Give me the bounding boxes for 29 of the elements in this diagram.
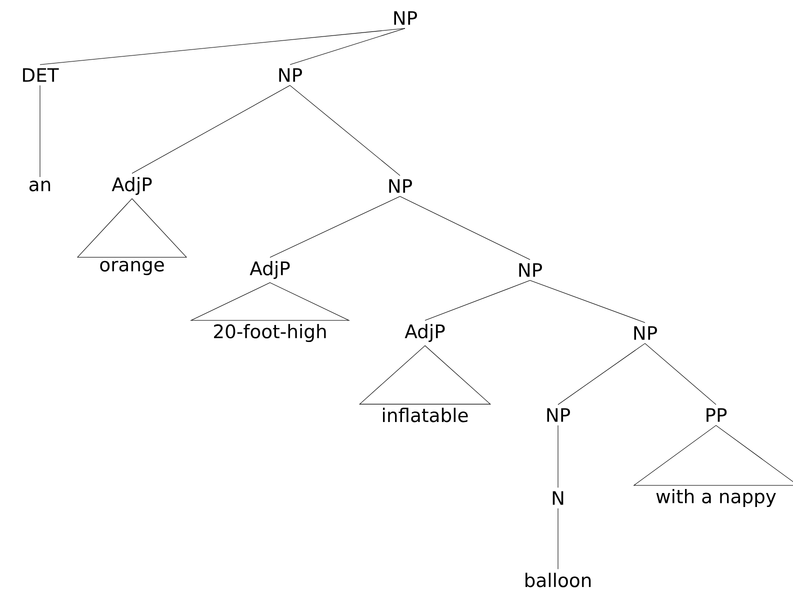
- tree-label: NP: [279, 68, 302, 82]
- branch-line: [132, 85, 290, 174]
- tree-label: N: [552, 491, 564, 505]
- branch-line: [530, 280, 646, 323]
- branch-line: [644, 343, 716, 405]
- branch-line: [40, 28, 406, 65]
- branch-line: [270, 196, 400, 258]
- tree-label: balloon: [526, 572, 591, 588]
- tree-label: NP: [547, 408, 570, 422]
- tree-label: an: [30, 180, 50, 192]
- tree-label: NP: [389, 179, 412, 193]
- branch-line: [290, 28, 406, 65]
- tree-label: NP: [519, 263, 542, 277]
- tree-label: PP: [706, 408, 727, 422]
- tree-label: orange: [100, 260, 164, 276]
- tree-label: inflatable: [383, 408, 468, 422]
- tree-label: AdjP: [250, 260, 290, 280]
- tree-label: AdjP: [112, 176, 152, 196]
- branch-line: [400, 196, 530, 260]
- branch-line: [558, 343, 646, 405]
- tree-label: with a nappy: [656, 488, 776, 508]
- branch-line: [290, 85, 400, 176]
- branch-line: [424, 280, 530, 321]
- tree-label: NP: [634, 326, 657, 340]
- tree-label: 20-foot-high: [214, 324, 326, 342]
- tree-label: NP: [394, 11, 417, 25]
- triangle-branch: [633, 425, 793, 486]
- tree-label: AdjP: [404, 324, 445, 342]
- tree-label: DET: [23, 68, 59, 82]
